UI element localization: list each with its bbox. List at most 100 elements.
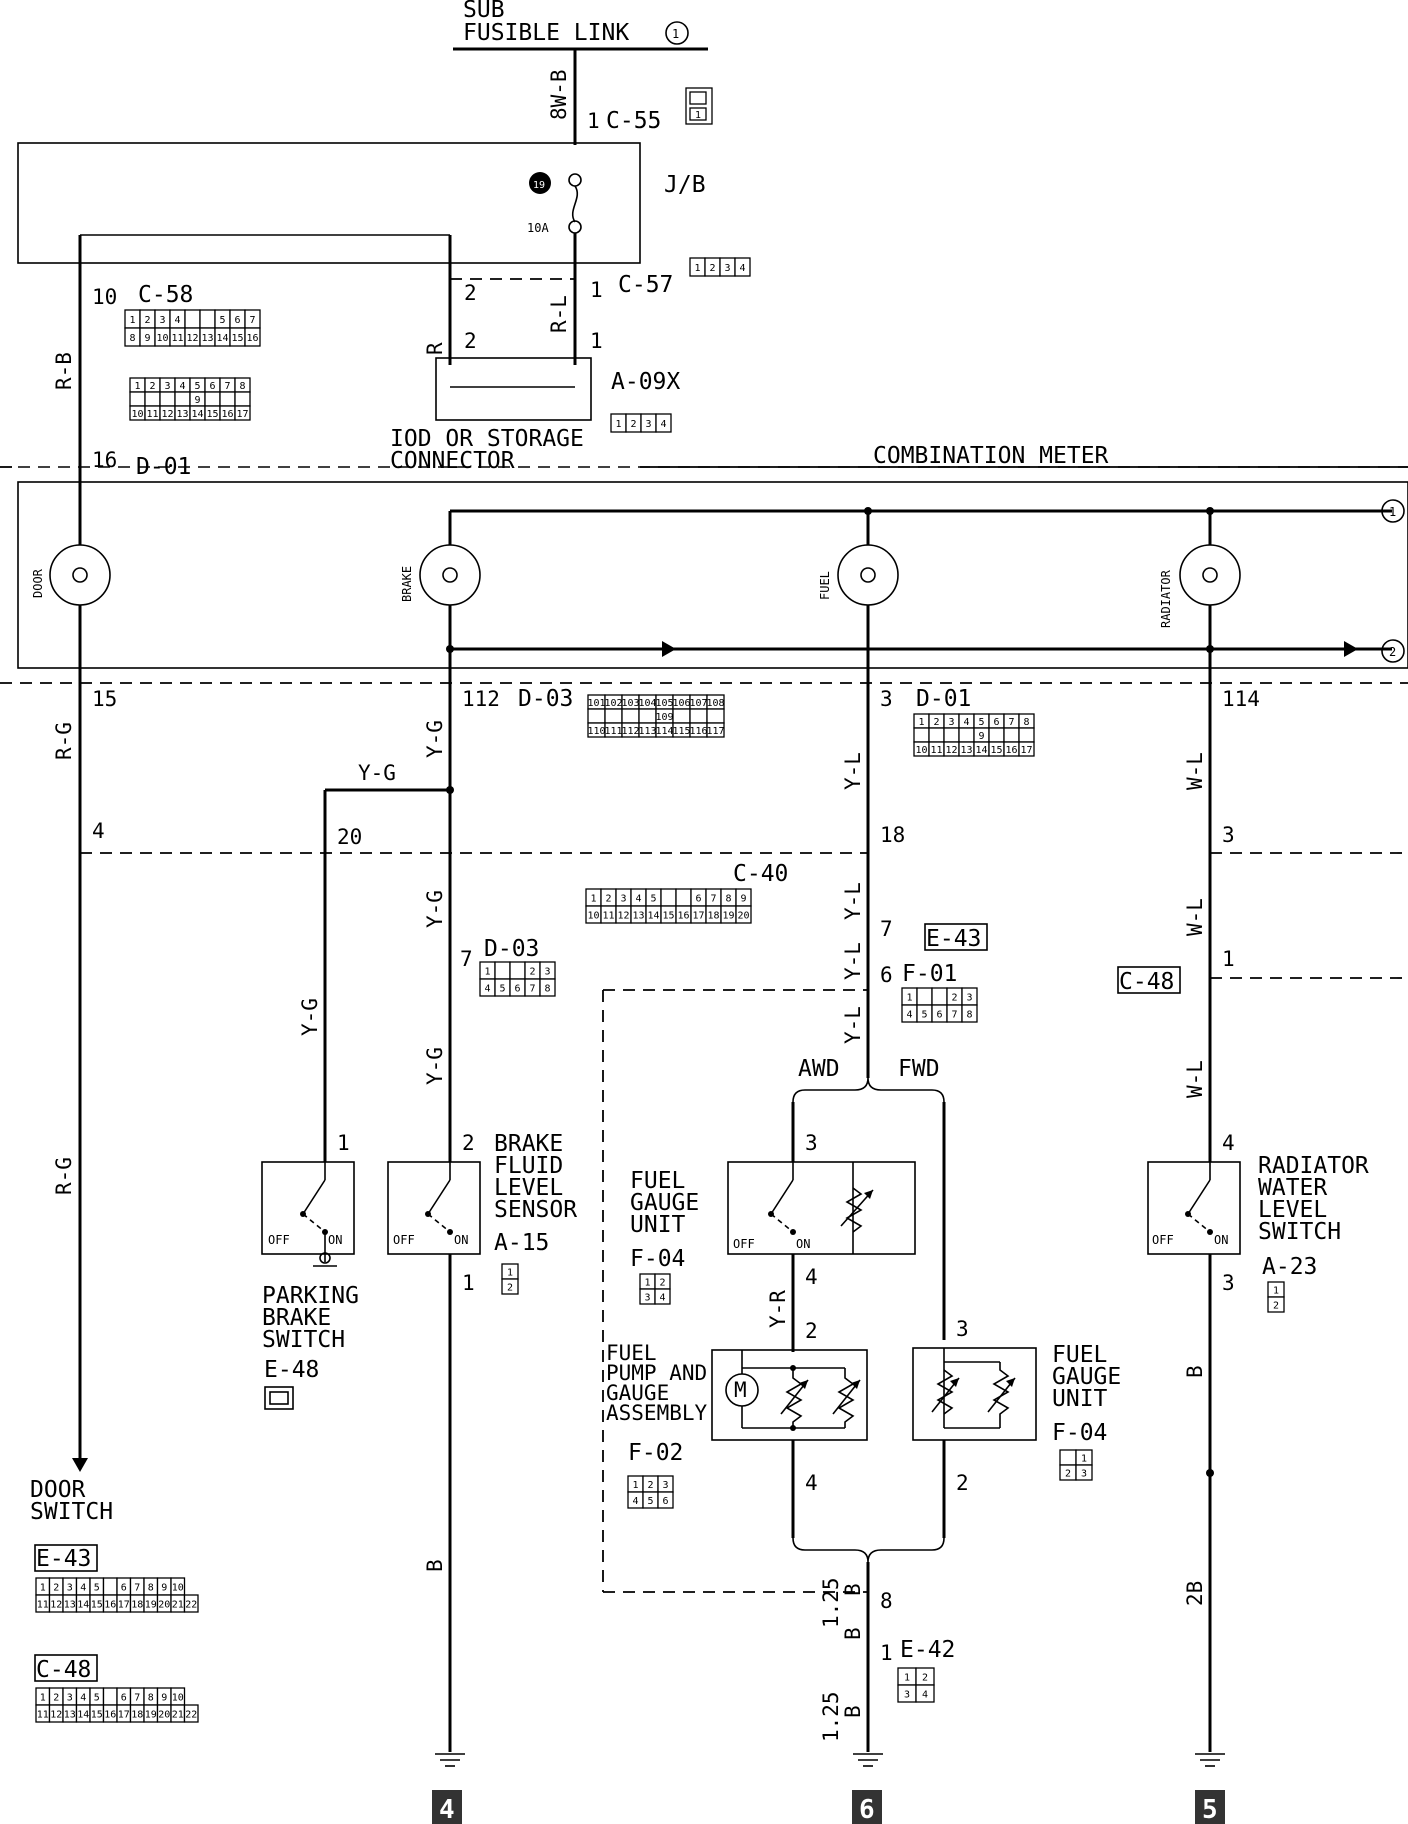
connector-pin-label: 4: [179, 381, 185, 392]
connector-pin-label: 3: [1081, 1469, 1087, 1480]
iod-label-1: IOD OR STORAGE: [390, 426, 584, 452]
connector-pin-label: 111: [604, 726, 622, 737]
fuel-gauge-label-1: FUEL: [630, 1168, 685, 1194]
connector-pin-label: 21: [172, 1600, 184, 1611]
connector-cell: [689, 708, 708, 724]
connector-pin-label: 1: [694, 263, 700, 274]
conn-a09x-label: A-09X: [611, 369, 680, 395]
connector-pin-label: 20: [158, 1710, 170, 1721]
pin-f04b-2: 2: [956, 1471, 969, 1495]
pin-d03-114: 114: [1222, 687, 1260, 711]
connector-pin-label: 12: [50, 1600, 62, 1611]
connector-cell: [916, 987, 933, 1006]
connector-pin-label: 1: [484, 967, 490, 978]
connector-pin-label: 114: [655, 726, 673, 737]
connector-pin-label: 16: [1005, 745, 1017, 756]
conn-a23-label: A-23: [1262, 1254, 1317, 1280]
wire-b-col3-3: B: [841, 1705, 865, 1718]
pin-c57-2: 2: [464, 281, 477, 305]
brake-fluid-level-sensor: 2 OFF ON: [387, 1131, 481, 1255]
connector-pin-label: 3: [948, 717, 954, 728]
conn-c58-label: C-58: [138, 282, 193, 308]
connector-pin-label: 9: [161, 1693, 167, 1704]
connector-pin-label: 10: [172, 1583, 184, 1594]
connector-pin-label: 4: [80, 1693, 86, 1704]
pin-c40-18: 18: [880, 823, 905, 847]
connector-pin-label: 15: [206, 409, 218, 420]
connector-pin-label: 2: [659, 1278, 665, 1289]
connector-pin-label: 5: [219, 315, 225, 326]
connector-pin-label: 6: [514, 984, 520, 995]
connector-pin-label: 3: [67, 1693, 73, 1704]
connector-pin-label: 8: [1023, 717, 1029, 728]
off-label-fg: OFF: [733, 1237, 755, 1251]
connector-pin-label: 16: [221, 409, 233, 420]
connector-pin-label: 11: [171, 333, 183, 344]
connector-pin-label: 1: [590, 894, 596, 905]
connector-cell: [943, 727, 960, 743]
pin-e42-1: 1: [880, 1641, 893, 1665]
connector-cell: [958, 727, 975, 743]
connector-pin-label: 8: [239, 381, 245, 392]
connector-pin-label: 11: [37, 1600, 49, 1611]
brake-lamp: BRAKE: [400, 511, 481, 606]
radiator-label-3: LEVEL: [1258, 1197, 1327, 1223]
connector-pin-label: 10: [172, 1693, 184, 1704]
connector-cell: [204, 391, 221, 407]
connector-pin-label: 10: [587, 911, 599, 922]
connector-pin-label: 1: [918, 717, 924, 728]
connector-pin-label: 19: [722, 911, 734, 922]
pin-a23-4: 4: [1222, 1131, 1235, 1155]
wire-w-l-3: W-L: [1183, 1060, 1207, 1098]
connector-pin-label: 101: [587, 698, 605, 709]
connector-pin-label: 4: [632, 1496, 638, 1507]
connector-cell: [931, 987, 948, 1006]
connector-pin-label: 20: [737, 911, 749, 922]
on-label-pb: ON: [328, 1233, 342, 1247]
pin-c48-1: 1: [1222, 947, 1235, 971]
connector-pin-label: 3: [645, 419, 651, 430]
pin-a23-3: 3: [1222, 1271, 1235, 1295]
pin-f04-3: 3: [805, 1131, 818, 1155]
connector-cell: [1018, 727, 1035, 743]
connector-pin-label: 11: [37, 1710, 49, 1721]
connector-pin-label: 5: [499, 984, 505, 995]
connector-pin-label: 1: [40, 1583, 46, 1594]
connector-pin-label: 13: [201, 333, 213, 344]
connector-pin-label: 13: [64, 1710, 76, 1721]
conn-a15-label: A-15: [494, 1230, 549, 1256]
connector-cell: [102, 1687, 118, 1706]
door-switch-label-2: SWITCH: [30, 1499, 113, 1525]
fuse-number: 19: [533, 180, 545, 191]
connector-pin-label: 12: [186, 333, 198, 344]
connector-pin-label: 4: [484, 984, 490, 995]
sub-label: SUB: [463, 0, 505, 23]
door-switch-label-1: DOOR: [30, 1477, 86, 1503]
connector-pin-label: 20: [158, 1600, 170, 1611]
connector-cell: [587, 708, 606, 724]
connector-cell: [1075, 1464, 1093, 1481]
pin-f01-6: 6: [880, 963, 893, 987]
fuel-gauge-label-3: UNIT: [630, 1212, 686, 1238]
pin-c40-3: 3: [1222, 823, 1235, 847]
connector-pin-label: 9: [740, 894, 746, 905]
connector-pin-label: 117: [706, 726, 724, 737]
connector-cell: [660, 888, 677, 907]
conn-c48-label-rad: C-48: [1119, 969, 1174, 995]
connector-pin-label: 104: [638, 698, 656, 709]
connector-pin-label: 2: [507, 1283, 513, 1294]
conn-c40-label: C-40: [733, 861, 788, 887]
connector-cell: [184, 309, 201, 329]
fwd-label: FWD: [898, 1056, 940, 1082]
connector-pin-label: 115: [672, 726, 690, 737]
connector-pin-label: 11: [930, 745, 942, 756]
brake-fluid-label-3: LEVEL: [494, 1175, 563, 1201]
connector-pin-label: 1: [40, 1693, 46, 1704]
wire-b-col3-1: B: [841, 1583, 865, 1596]
connector-pin-label: 108: [706, 698, 724, 709]
conn-d03-label-top: D-03: [518, 686, 573, 712]
connector-cell: [657, 1491, 674, 1509]
wire-r-b: R-B: [52, 352, 76, 390]
